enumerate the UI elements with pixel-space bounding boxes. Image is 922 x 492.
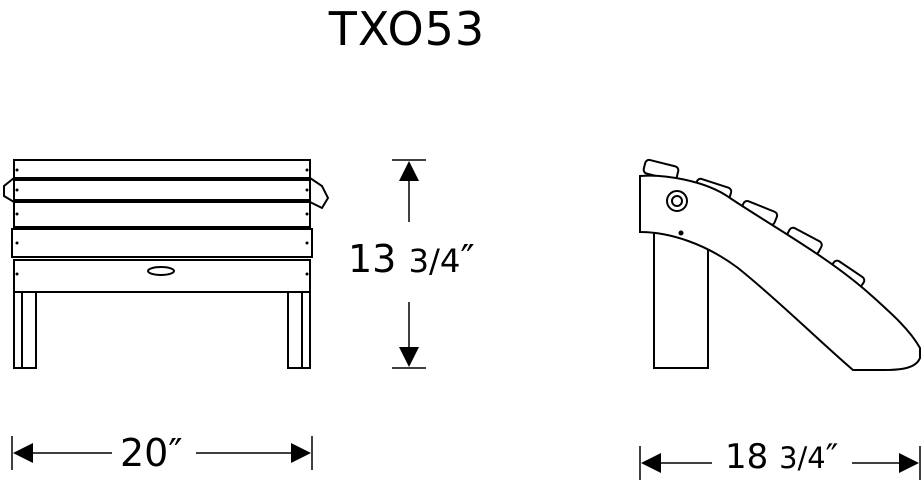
front-slat-4 [11,228,313,258]
front-view [3,159,330,369]
depth-dimension-label: 18 3/4″ [725,440,838,474]
width-dimension-label: 20″ [120,434,183,472]
height-dimension-label: 13 3/4″ [348,240,475,278]
depth-fraction: 3/4 [779,441,826,475]
front-slat-2 [13,179,311,201]
width-unit: ″ [168,431,183,475]
left-handle [3,175,15,204]
depth-dimension-line [639,446,921,480]
front-view-bolts [15,168,309,276]
depth-arrow-right [899,453,919,473]
depth-whole: 18 [725,437,769,477]
height-whole: 13 [348,237,397,281]
arrow-up [399,161,419,181]
front-slat-1 [13,159,311,179]
front-left-leg [13,291,37,369]
front-apron [13,259,311,293]
front-right-leg [287,291,311,369]
arrow-left [13,443,33,463]
apron-cutout [147,266,175,276]
arrow-right [291,443,311,463]
width-whole: 20 [120,431,169,475]
side-front-leg [653,227,709,369]
depth-unit: ″ [825,437,839,477]
model-title: TXO53 [328,2,486,56]
height-unit: ″ [460,237,475,281]
arrow-down [399,347,419,367]
height-dimension-line [392,159,426,369]
depth-arrow-left [641,453,661,473]
width-dimension-line [11,436,313,470]
side-view [639,158,921,371]
front-slat-3 [13,201,311,228]
side-rail [639,174,921,371]
height-fraction: 3/4 [408,242,461,280]
side-screw [678,230,684,236]
right-handle [309,176,330,210]
